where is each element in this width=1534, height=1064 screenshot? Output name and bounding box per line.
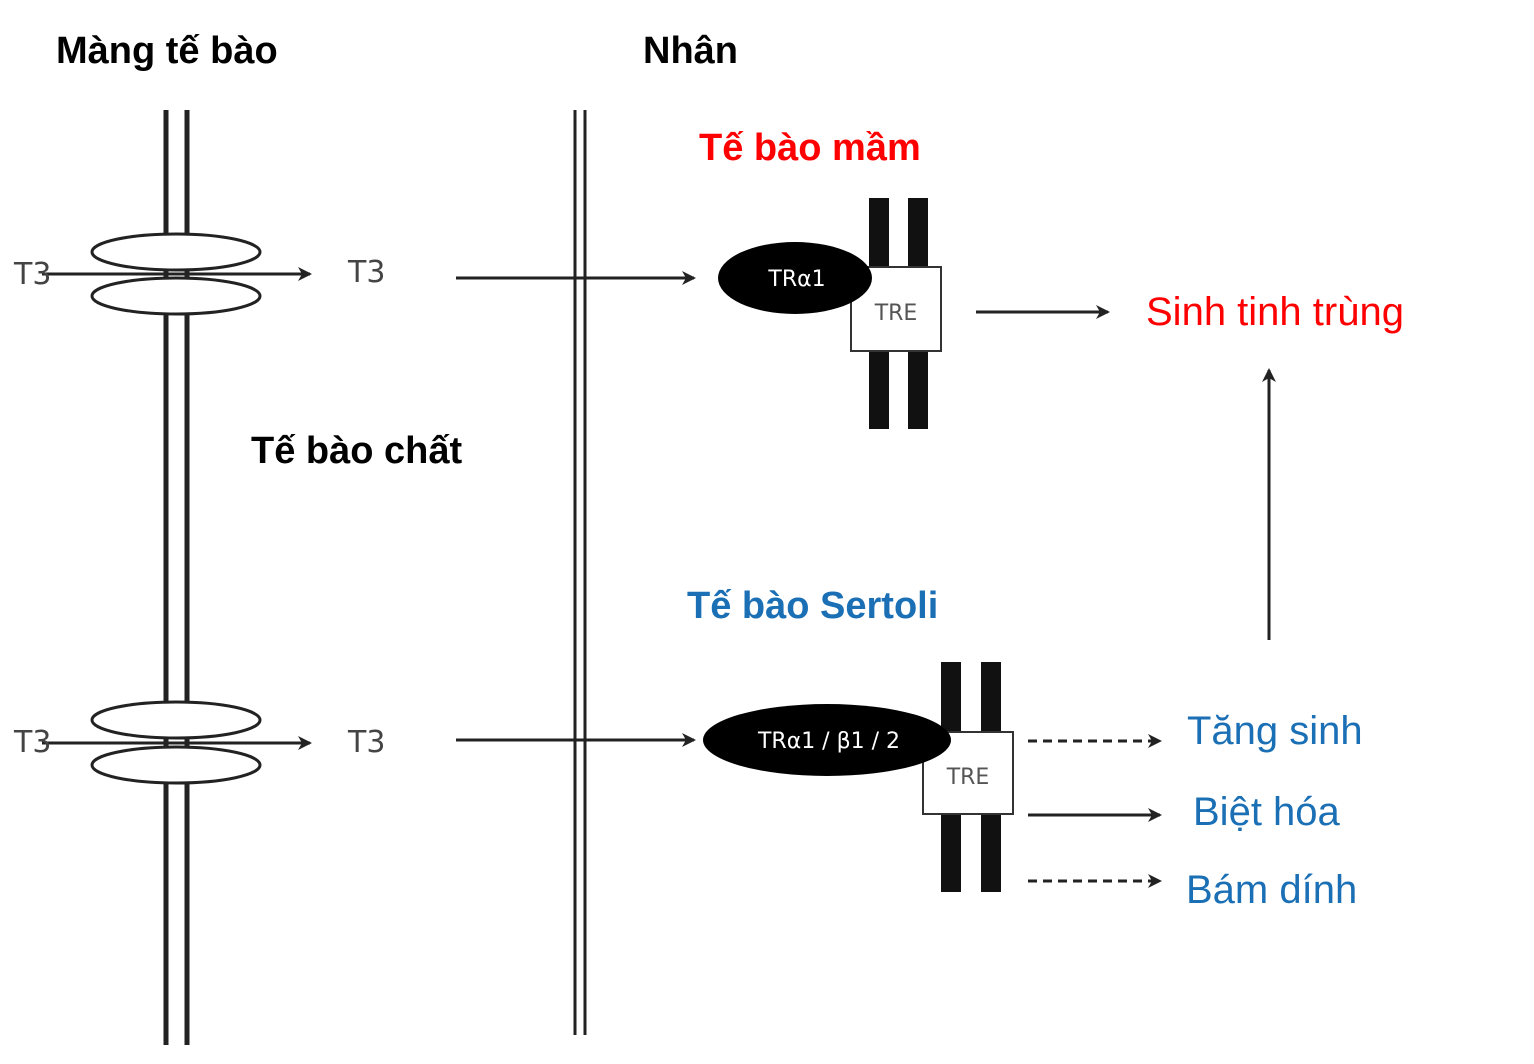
t3-outside-label-bottom: T3 — [13, 725, 51, 760]
receptor-oval-top — [718, 242, 872, 314]
differentiation-label: Biệt hóa — [1193, 790, 1341, 834]
membrane-label: Màng tế bào — [56, 30, 278, 72]
tre-label-bottom: TRE — [946, 765, 990, 790]
adhesion-label: Bám dính — [1186, 868, 1357, 912]
receptor-label-bottom: TRα1 / β1 / 2 — [757, 729, 900, 754]
t3-transporter-top — [90, 232, 262, 316]
t3-outside-label-top: T3 — [13, 257, 51, 292]
germ-cell-pathway: T3 T3 Tế bào mầm TRE TRα1 Sinh tinh trùn… — [13, 127, 1404, 429]
sertoli-cell-title: Tế bào Sertoli — [687, 585, 938, 627]
receptor-oval-bottom — [703, 704, 951, 776]
t3-inside-label-top: T3 — [347, 255, 385, 290]
spermatogenesis-label: Sinh tinh trùng — [1146, 290, 1404, 334]
germ-cell-title: Tế bào mầm — [699, 127, 921, 169]
proliferation-label: Tăng sinh — [1187, 709, 1363, 753]
nucleus-label: Nhân — [643, 30, 738, 72]
sertoli-cell-pathway: T3 T3 Tế bào Sertoli TRE TRα1 / β1 / 2 T… — [13, 585, 1363, 912]
tre-label-top: TRE — [874, 301, 918, 326]
t3-inside-label-bottom: T3 — [347, 725, 385, 760]
receptor-label-top: TRα1 — [767, 267, 825, 292]
t3-transporter-bottom — [90, 700, 262, 785]
nuclear-envelope — [573, 110, 587, 1035]
cytoplasm-label: Tế bào chất — [251, 430, 462, 472]
